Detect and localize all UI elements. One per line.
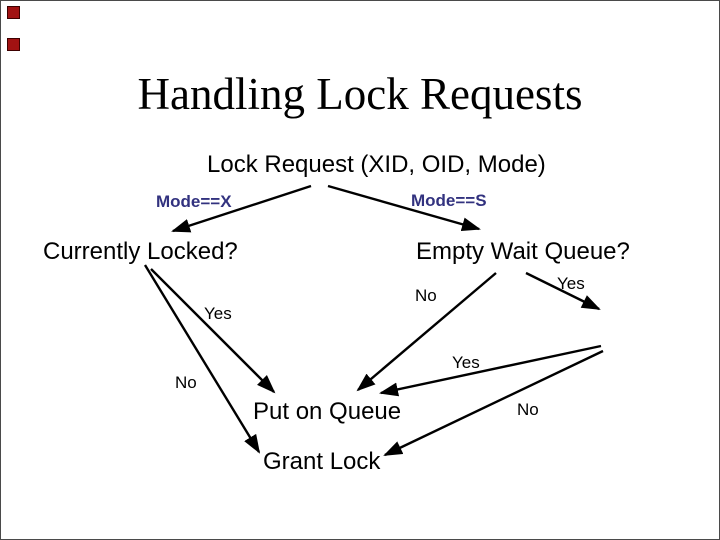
corner-red-square-icon [7,38,20,51]
edge-label-branch-no: No [517,400,539,419]
node-grant-lock: Grant Lock [263,448,381,475]
node-currently-locked: Currently Locked? [43,238,238,265]
edge-label-currently-locked-no: No [175,373,197,392]
edge-label-empty-wait-queue-yes: Yes [557,274,585,293]
edge-label-empty-wait-queue-no: No [415,286,437,305]
edge-label-branch-yes: Yes [452,353,480,372]
edge-branch-yes-to-put-on-queue [379,344,602,397]
slide-title: Handling Lock Requests [137,69,583,119]
node-put-on-queue: Put on Queue [253,398,402,425]
edge-currently-locked-yes-to-put-on-queue [150,268,276,394]
node-empty-wait-queue: Empty Wait Queue? [416,238,630,265]
edge-branch-no-to-grant-lock [383,349,604,457]
corner-red-square-icon [7,6,20,19]
edge-currently-locked-no-to-grant-lock [143,264,261,454]
edge-label-currently-locked-yes: Yes [204,304,232,323]
label-mode-s: Mode==S [411,191,487,210]
label-mode-x: Mode==X [156,192,232,211]
node-lock-request: Lock Request (XID, OID, Mode) [207,151,546,178]
